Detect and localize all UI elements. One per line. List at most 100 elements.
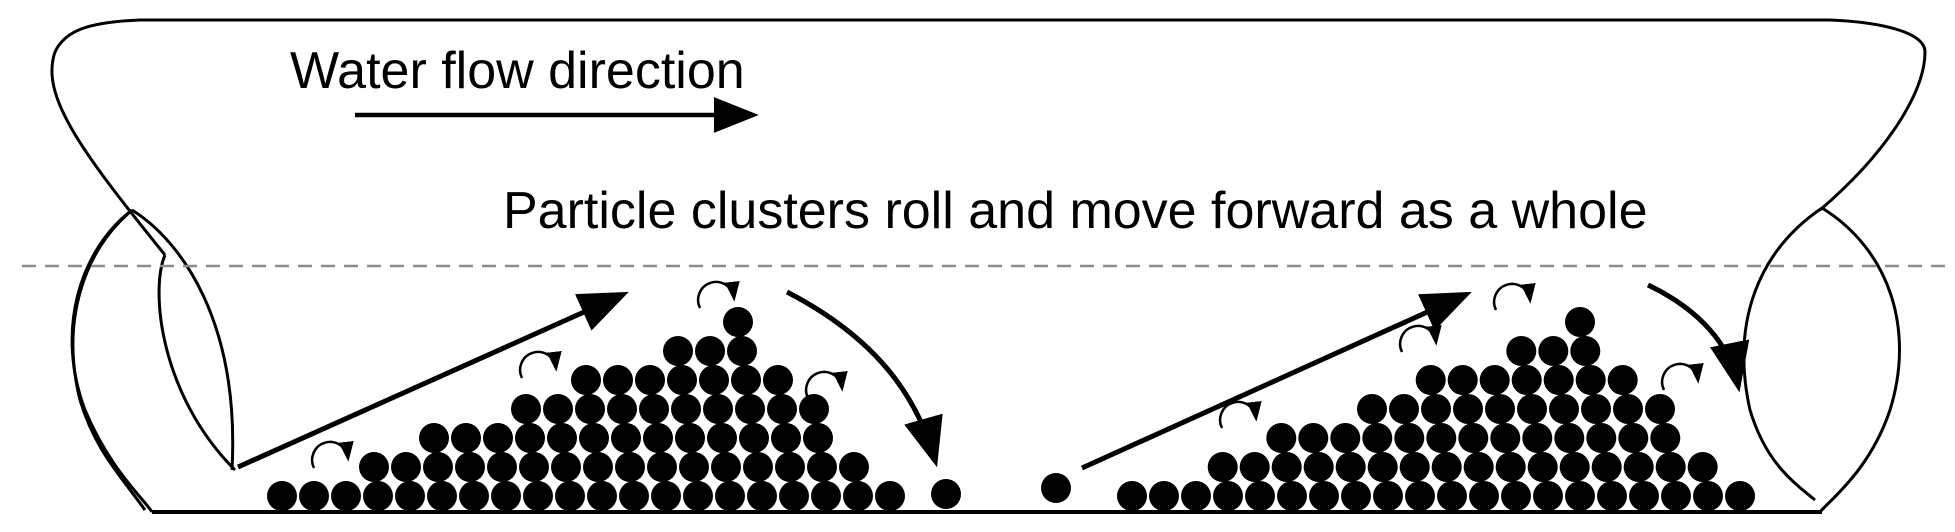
particle: [663, 336, 693, 366]
particle: [1245, 481, 1275, 511]
particle: [1565, 481, 1595, 511]
roll-arrow: [310, 440, 354, 469]
particle: [267, 481, 297, 511]
particle: [639, 394, 669, 424]
particle: [1538, 336, 1569, 366]
particle: [1239, 452, 1270, 482]
particle: [1117, 481, 1147, 511]
particle: [803, 423, 833, 453]
pipe-left-end: [71, 210, 237, 511]
right-cluster-fall-arrow: [1646, 282, 1750, 393]
particle: [635, 365, 665, 395]
particle: [667, 365, 697, 395]
particle: [1453, 394, 1483, 424]
rolling-arrows: [310, 280, 1704, 469]
cluster-motion-label: Particle clusters roll and move forward …: [503, 182, 1647, 240]
particle: [843, 481, 873, 511]
particle: [1341, 481, 1371, 511]
particle: [575, 394, 605, 424]
particle: [1335, 452, 1366, 482]
particle: [799, 394, 829, 424]
particle: [395, 481, 425, 511]
particle: [1149, 481, 1179, 511]
particle: [875, 481, 905, 511]
particle: [643, 423, 673, 453]
particle: [1399, 452, 1430, 482]
particle: [1565, 307, 1595, 337]
particle: [483, 423, 513, 453]
particle: [1549, 394, 1579, 424]
roll-arrow: [1398, 324, 1442, 353]
particle: [807, 452, 837, 482]
particle: [839, 452, 869, 482]
left-cluster-fall-arrow: [785, 289, 943, 468]
particle: [1661, 481, 1691, 511]
particle: [1607, 365, 1638, 395]
particle: [1725, 481, 1755, 511]
particle: [611, 423, 641, 453]
particle: [723, 307, 753, 337]
particle: [391, 452, 421, 482]
particle: [423, 452, 453, 482]
particle: [579, 423, 609, 453]
particle: [671, 394, 701, 424]
particle: [459, 481, 489, 511]
particle: [775, 452, 805, 482]
particle: [651, 481, 681, 511]
pipe-left-lobe: [70, 208, 235, 513]
particle: [1570, 336, 1601, 366]
particle: [427, 481, 457, 511]
particle: [1303, 452, 1334, 482]
particle: [1618, 423, 1649, 453]
particle: [1447, 365, 1478, 395]
particle: [771, 423, 801, 453]
pipe-right-lobe: [1742, 206, 1901, 513]
particle: [1591, 452, 1622, 482]
particle: [551, 452, 581, 482]
roll-arrow: [696, 280, 740, 309]
particle: [1213, 481, 1243, 511]
flow-direction-label: Water flow direction: [290, 42, 745, 100]
particle: [1490, 423, 1521, 453]
particle: [1415, 365, 1446, 395]
particle: [675, 423, 705, 453]
particle: [715, 481, 745, 511]
particle: [1495, 452, 1526, 482]
particle: [571, 365, 601, 395]
particle: [1613, 394, 1643, 424]
particle: [739, 423, 769, 453]
particle: [1367, 452, 1398, 482]
particle: [1181, 481, 1211, 511]
particle: [1687, 452, 1718, 482]
particle: [1693, 481, 1723, 511]
particle: [603, 365, 633, 395]
particle: [647, 452, 677, 482]
particle: [1298, 423, 1329, 453]
particle: [1559, 452, 1590, 482]
particle: [1437, 481, 1467, 511]
particle: [511, 394, 541, 424]
particle: [547, 423, 577, 453]
particle: [1543, 365, 1574, 395]
loose-particles: [931, 473, 1071, 509]
particle: [679, 452, 709, 482]
particle: [695, 336, 725, 366]
particle: [1533, 481, 1563, 511]
particle: [1309, 481, 1339, 511]
particle: [615, 452, 645, 482]
particle: [1479, 365, 1510, 395]
roll-arrow: [1660, 362, 1704, 391]
particle: [491, 481, 521, 511]
particle: [1271, 452, 1302, 482]
particle: [543, 394, 573, 424]
particle: [683, 481, 713, 511]
particle: [1330, 423, 1361, 453]
particle: [1629, 481, 1659, 511]
particle: [487, 452, 517, 482]
particle: [1266, 423, 1297, 453]
particle: [1421, 394, 1451, 424]
particle: [1517, 394, 1547, 424]
particle: [419, 423, 449, 453]
particle: [1405, 481, 1435, 511]
particle: [1389, 394, 1419, 424]
